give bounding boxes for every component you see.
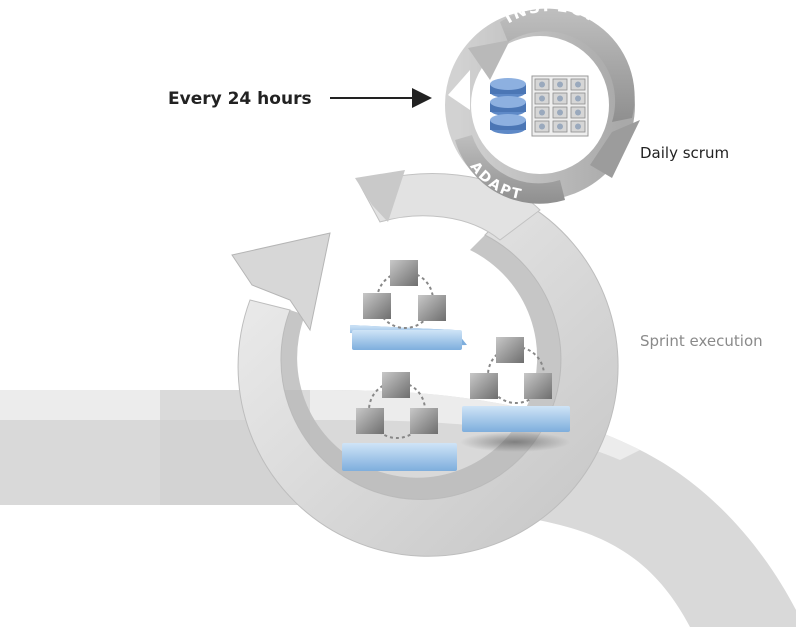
daily-scrum-cycle: INSPECT ADAPT [445,0,640,204]
team-group-3 [342,372,457,471]
team-cube-icon [418,295,446,321]
team-cube-icon [470,373,498,399]
team-cube-icon [410,408,438,434]
task-card-icon [557,95,563,102]
backlog-stack-icon [490,78,526,134]
team-platform-icon [342,443,457,471]
team-cube-icon [363,293,391,319]
team-group-2 [460,337,570,452]
team-cube-icon [390,260,418,286]
task-card-icon [539,109,545,116]
task-card-icon [575,81,581,88]
daily-scrum-label: Daily scrum [640,144,729,162]
task-board-icon [531,75,589,137]
team-group-1 [350,260,467,350]
task-card-icon [557,109,563,116]
task-card-icon [539,81,545,88]
every-24-hours-label: Every 24 hours [168,89,312,109]
sprint-execution-label: Sprint execution [640,332,763,350]
task-card-icon [557,123,563,130]
team-cube-icon [382,372,410,398]
team-cube-icon [496,337,524,363]
task-card-icon [575,109,581,116]
team-platform-icon [352,330,462,350]
team-platform-icon [462,406,570,432]
team-cube-icon [524,373,552,399]
task-card-icon [575,123,581,130]
every-24-hours-annotation: Every 24 hours [168,88,432,109]
task-card-icon [575,95,581,102]
task-card-icon [539,95,545,102]
task-card-icon [557,81,563,88]
task-card-icon [539,123,545,130]
team-cube-icon [356,408,384,434]
